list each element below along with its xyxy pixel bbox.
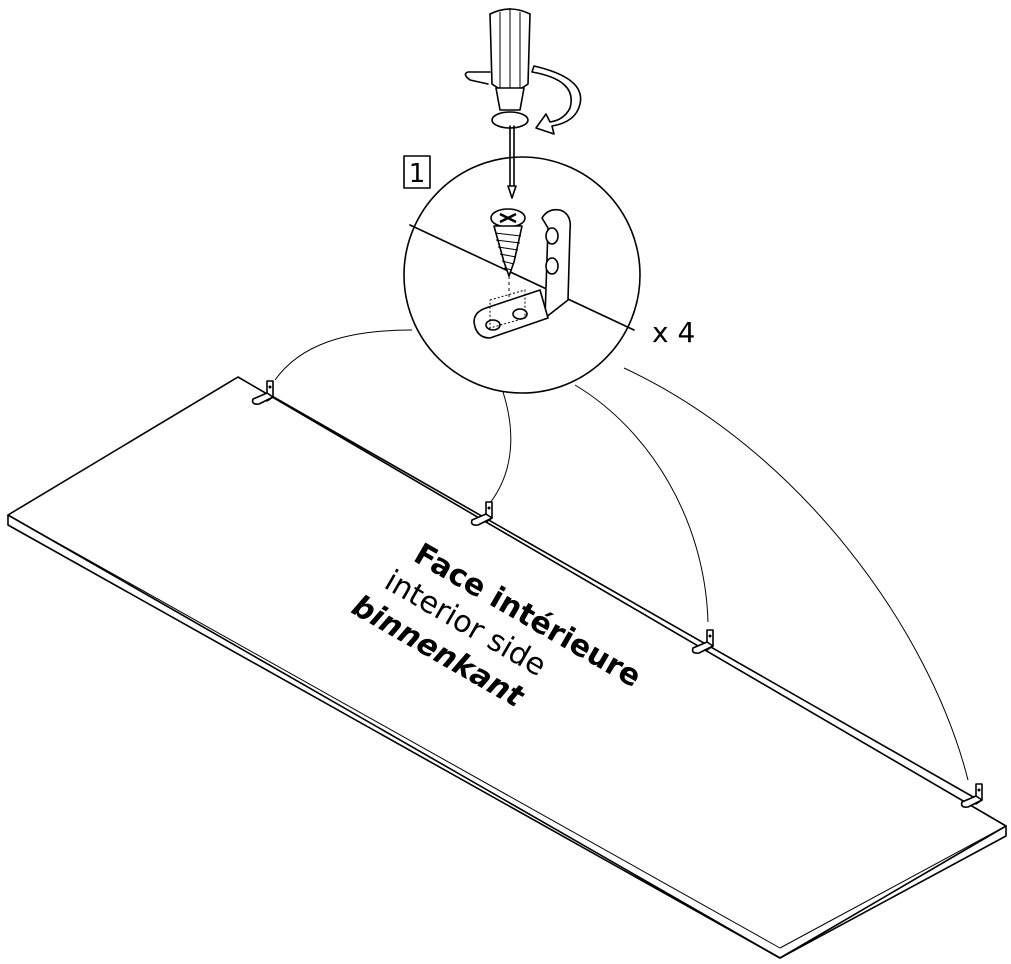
quantity-label: x 4 bbox=[652, 316, 695, 349]
panel-board bbox=[7, 376, 1007, 959]
leader-lines bbox=[274, 329, 969, 781]
corner-bracket-icon bbox=[251, 380, 274, 405]
corner-bracket-icon bbox=[691, 629, 714, 654]
corner-bracket-icon bbox=[473, 208, 572, 339]
step-number-box: 1 bbox=[403, 155, 431, 189]
step-number: 1 bbox=[409, 159, 426, 189]
rotate-arrow-icon bbox=[464, 65, 582, 135]
detail-circle bbox=[403, 156, 641, 394]
corner-bracket-icon bbox=[960, 783, 983, 808]
brackets-on-panel bbox=[251, 380, 983, 808]
corner-bracket-icon bbox=[470, 501, 493, 526]
screwdriver-icon bbox=[489, 8, 531, 199]
screw-icon bbox=[490, 208, 526, 300]
